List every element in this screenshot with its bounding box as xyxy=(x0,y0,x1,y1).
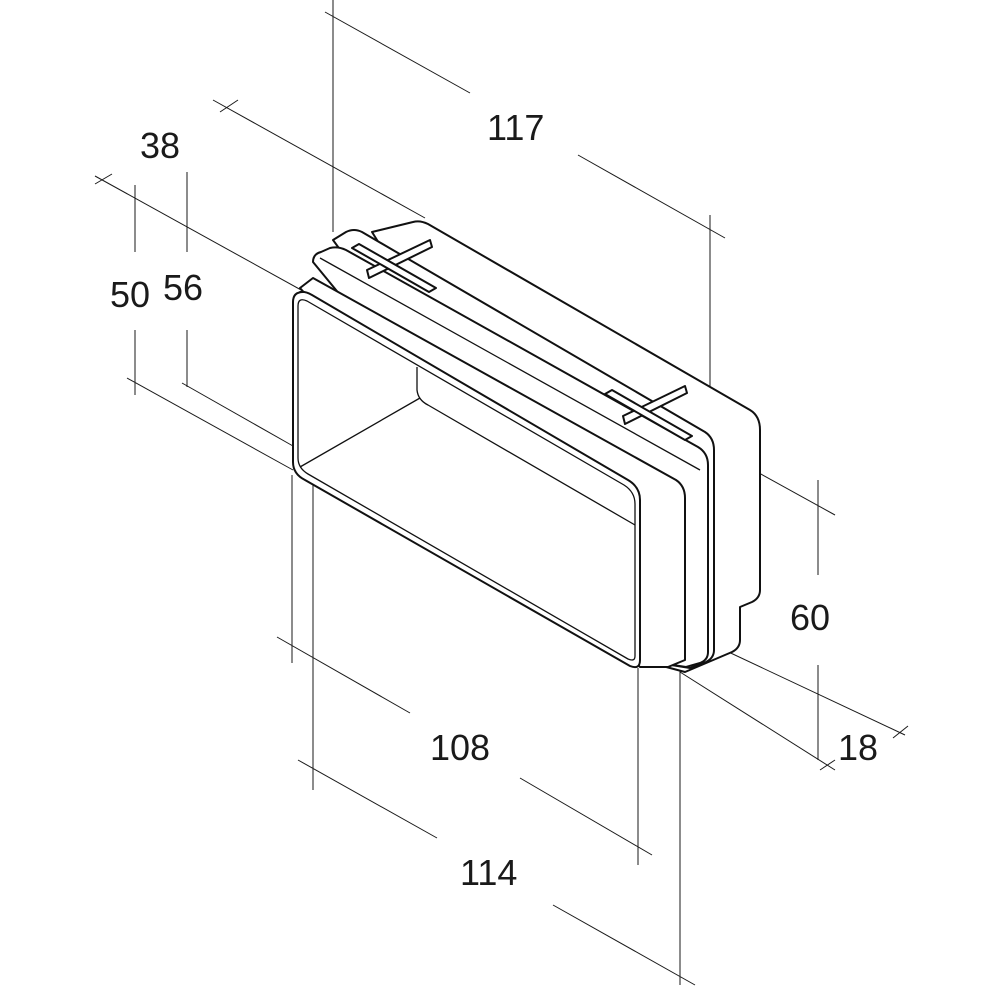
interior-edges xyxy=(299,367,636,526)
dim-label-108: 108 xyxy=(430,727,491,768)
dim-label-50: 50 xyxy=(110,274,151,315)
dim-label-60: 60 xyxy=(790,597,831,638)
dim-label-18: 18 xyxy=(838,727,879,768)
dim-label-38: 38 xyxy=(140,125,181,166)
cross-ribs xyxy=(351,239,693,441)
duct-connector xyxy=(292,220,761,673)
dim-label-117: 117 xyxy=(487,107,545,148)
dim-label-114: 114 xyxy=(460,852,518,893)
flange-edge xyxy=(319,257,701,471)
dimension-lines xyxy=(94,0,909,986)
front-face xyxy=(292,290,641,669)
front-face-inner xyxy=(297,299,636,661)
dim-label-56: 56 xyxy=(163,267,204,308)
